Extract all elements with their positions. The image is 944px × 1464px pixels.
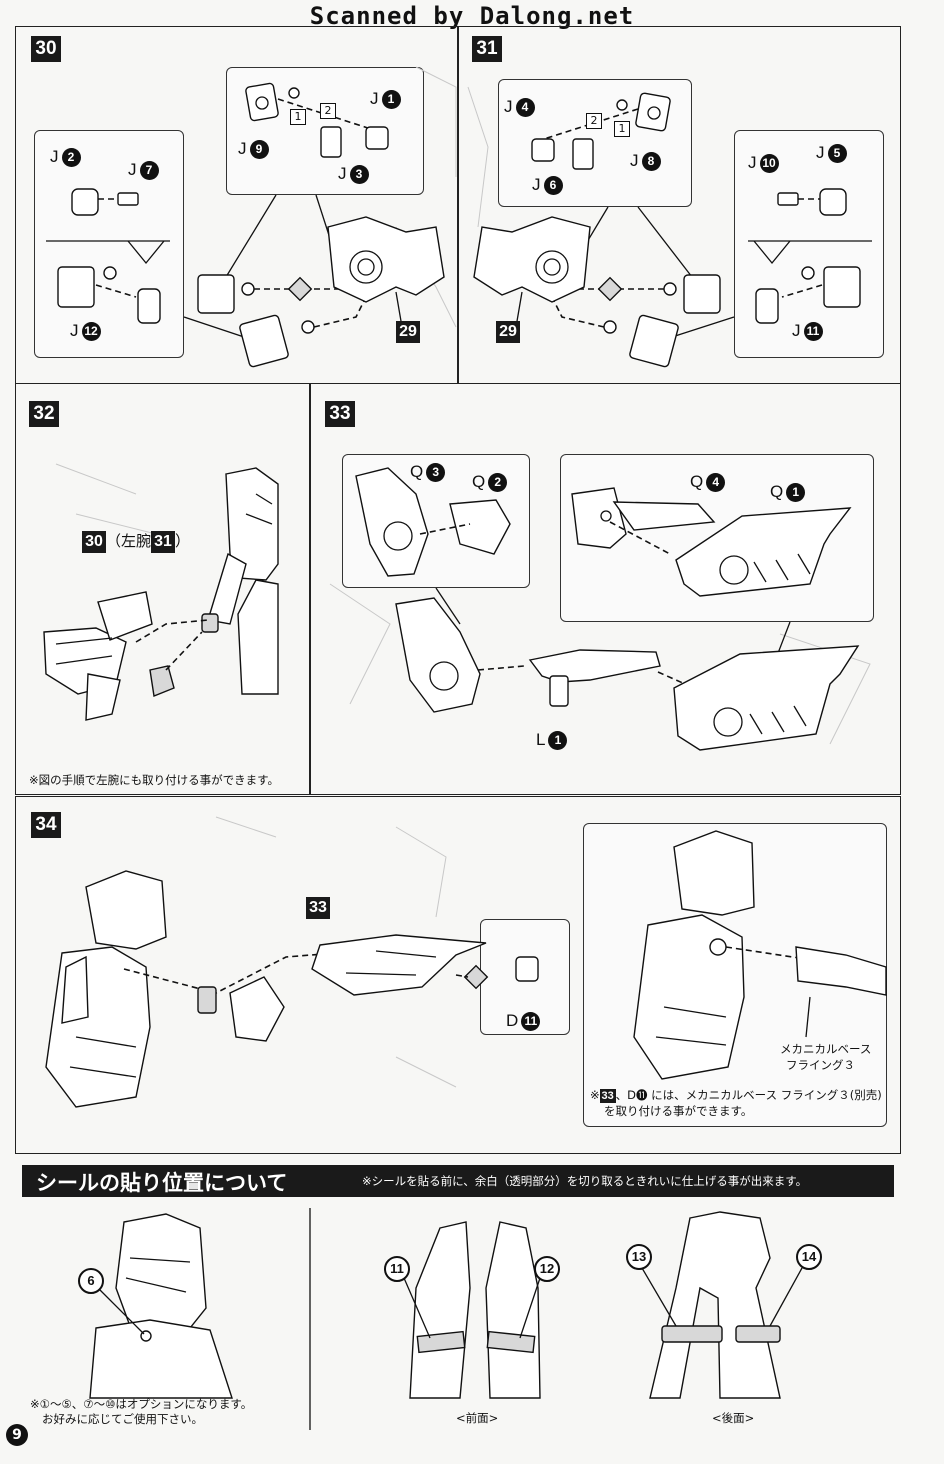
scanner-watermark: Scanned by Dalong.net [309, 2, 635, 30]
step-32-number: 32 [29, 401, 59, 427]
sticker-num-14: 14 [796, 1244, 822, 1270]
step-31-number: 31 [472, 36, 502, 62]
step-30-panel: 30 [15, 26, 459, 384]
step-33-illustration [329, 467, 871, 751]
step-32-ref-30: 30 [82, 531, 106, 553]
step-34-stand-note: ※33、D⓫ には、メカニカルベース フライング３(別売) [590, 1088, 882, 1103]
step-34-product-label-1: メカニカルベース [780, 1042, 872, 1056]
sticker-option-note-1: ※①〜⑤、⑦〜⑩はオプションになります。 [30, 1397, 253, 1411]
step-30-illustration [46, 66, 457, 368]
sticker-illustrations [89, 1208, 803, 1430]
step-30-ref-29: 29 [396, 321, 420, 343]
step-30-order-1: 1 [290, 109, 306, 125]
step-34-ref-33: 33 [306, 897, 330, 919]
sticker-num-6: 6 [78, 1268, 104, 1294]
sticker-option-note-2: お好みに応じてご使用下さい。 [42, 1412, 203, 1426]
step-31-order-2: 2 [586, 113, 602, 129]
sticker-section-header: シールの貼り位置について ※シールを貼る前に、余白（透明部分）を切り取るときれい… [22, 1165, 894, 1197]
page-number: 9 [6, 1424, 28, 1446]
step-32-illustration [43, 463, 279, 721]
sticker-back-label: <後面> [712, 1411, 755, 1425]
step-32-note: ※図の手順で左腕にも取り付ける事ができます。 [29, 773, 279, 787]
sticker-section-title: シールの貼り位置について [36, 1171, 288, 1195]
step-34-number: 34 [31, 812, 61, 838]
step-32-ref-31: 31 [151, 531, 176, 553]
step-31-ref-29: 29 [496, 321, 520, 343]
step-34-product-label-2: フライング３ [786, 1058, 855, 1072]
step-31-illustration [467, 86, 872, 368]
step-34-note-ref-33: 33 [599, 1089, 616, 1103]
step-31-order-1: 1 [614, 121, 630, 137]
sticker-front-label: <前面> [456, 1411, 499, 1425]
sticker-section-note: ※シールを貼る前に、余白（透明部分）を切り取るときれいに仕上げる事が出来ます。 [362, 1174, 808, 1188]
sticker-num-11: 11 [384, 1256, 410, 1282]
step-33-number: 33 [325, 401, 355, 427]
step-34-illustration [45, 816, 887, 1108]
sticker-num-13: 13 [626, 1244, 652, 1270]
step-30-number: 30 [31, 36, 61, 62]
step-34-stand-note-line2: を取り付ける事ができます。 [604, 1104, 753, 1118]
sticker-num-12: 12 [534, 1256, 560, 1282]
step-30-order-2: 2 [320, 103, 336, 119]
